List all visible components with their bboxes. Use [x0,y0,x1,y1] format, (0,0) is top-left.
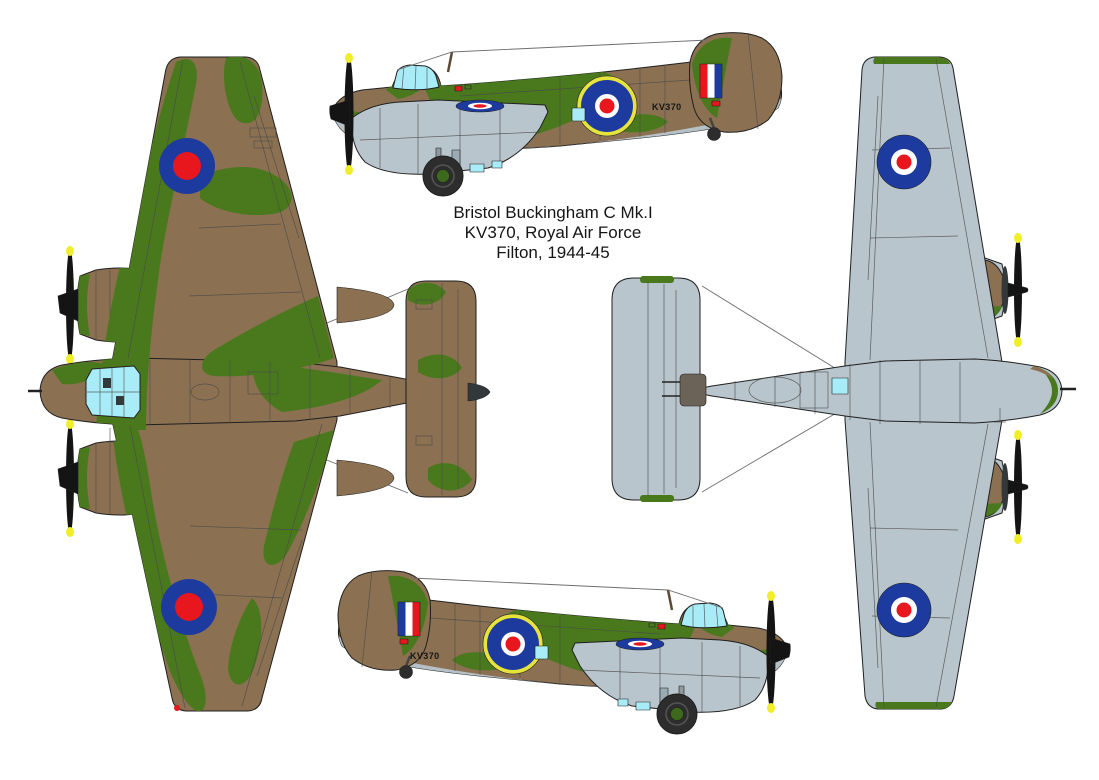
wingtip-light [174,705,180,711]
tailplane-underside [611,277,701,501]
caption-line-1: Bristol Buckingham C Mk.I [453,203,653,222]
tail-turret [662,373,707,407]
tailplane-camo-wrap [640,276,674,283]
nacelle-fairing [336,286,395,324]
nacelle-fairing [336,459,395,497]
bomb-aimer-window [831,377,849,395]
serial-text-port: KV370 [652,102,682,112]
aerial-wire [701,285,839,371]
caption: Bristol Buckingham C Mk.I KV370, Royal A… [420,203,686,263]
top-plan-view [28,56,491,712]
bottom-plan-view [611,56,1076,710]
upper-wing-roundel-port [159,138,215,194]
tail-cone [467,382,491,402]
under-wing-roundel-port [876,134,932,190]
tailplane-camo-wrap [640,495,674,502]
nose-camo-wrap [1030,366,1053,379]
fuselage-underside [699,358,1063,424]
propeller [57,419,79,537]
spinner [57,288,79,322]
starboard-side-view [338,571,790,734]
cockpit-glazing [85,365,141,419]
wingtip-camo-wrap [875,702,952,709]
under-wing-roundel-starboard [876,582,932,638]
propeller [57,246,79,364]
aerial-wire [701,411,839,493]
pitot-tube [994,408,1006,423]
pitot-tube [104,428,116,443]
wingtip-camo-wrap [873,57,950,64]
caption-line-2: KV370, Royal Air Force [464,223,642,242]
serial-text-starboard: KV370 [410,651,440,661]
caption-line-3: Filton, 1944-45 [496,243,610,262]
port-side-view [330,33,782,196]
spinner [57,461,79,495]
nose-camo-wrap [1040,368,1058,414]
upper-wing-roundel-starboard [161,579,217,635]
